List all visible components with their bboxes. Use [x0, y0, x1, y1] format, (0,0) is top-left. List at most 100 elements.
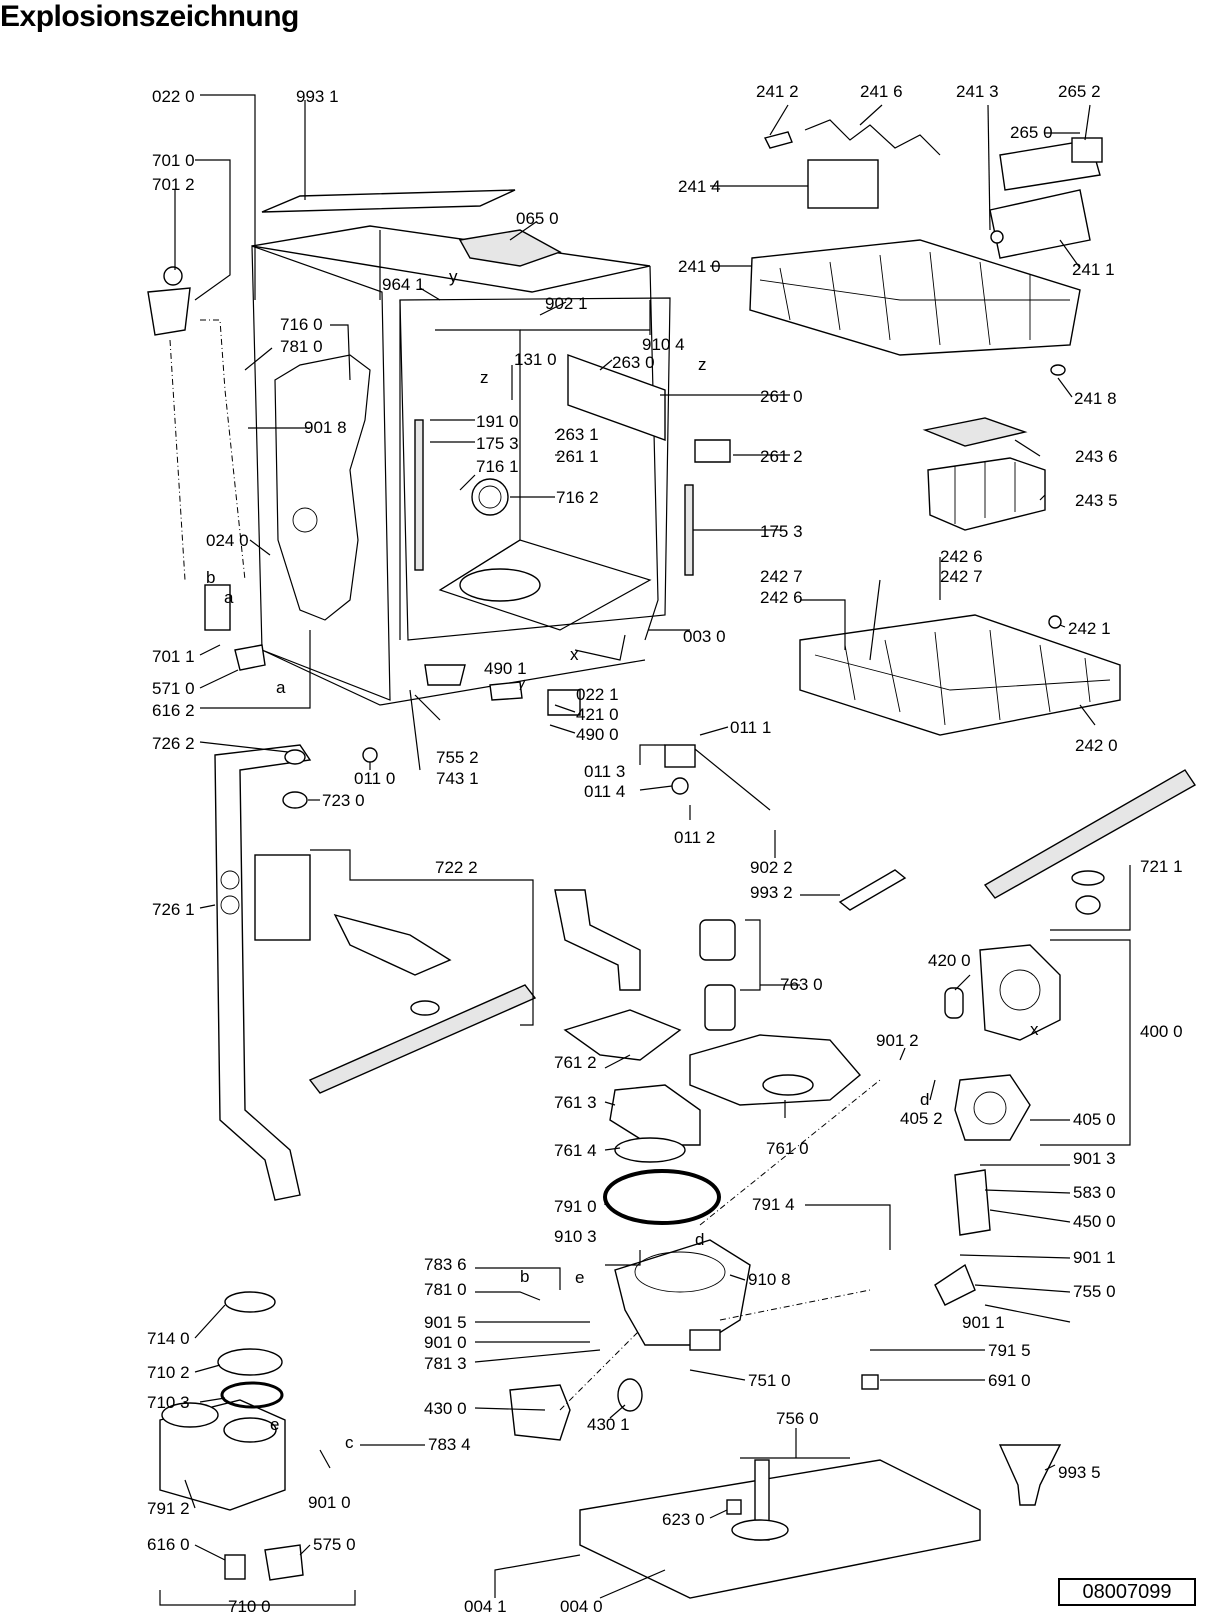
cup-rack-wave [804, 119, 941, 156]
part-label: 263 0 [612, 353, 655, 372]
cutlery-basket-lid [922, 417, 1028, 447]
part-label: 430 1 [587, 1415, 630, 1434]
part-label: 716 0 [280, 315, 323, 334]
cutlery-basket [927, 457, 1046, 531]
side-rail-right [684, 484, 694, 576]
part-label: 781 0 [280, 337, 323, 356]
stopper-241-3 [990, 230, 1004, 244]
lower-wash-arm [983, 769, 1197, 899]
part-label: 022 0 [152, 87, 195, 106]
part-label: 902 1 [545, 294, 588, 313]
part-label: 791 0 [554, 1197, 597, 1216]
part-label: 241 6 [860, 82, 903, 101]
part-label: 714 0 [147, 1329, 190, 1348]
top-cover-plate [261, 189, 516, 213]
bracket-end [694, 439, 731, 463]
ring-710-2 [217, 1348, 283, 1376]
part-label: 131 0 [514, 350, 557, 369]
marker-b: b [206, 568, 215, 587]
part-label: 065 0 [516, 209, 559, 228]
part-label: 783 4 [428, 1435, 471, 1454]
part-616-0 [224, 1554, 246, 1580]
part-623 [726, 1499, 742, 1515]
nut-723-0 [282, 791, 308, 809]
part-label: 791 2 [147, 1499, 190, 1518]
filter-plate-761-2 [563, 1009, 682, 1061]
document-number: 08007099 [1082, 1580, 1172, 1603]
sump [614, 1239, 751, 1346]
part-label: 011 2 [674, 828, 715, 847]
wrench-993-2 [838, 869, 907, 911]
screw-011-0 [362, 747, 378, 763]
part-label: 901 1 [962, 1313, 1005, 1332]
part-label: 781 0 [424, 1280, 467, 1299]
part-label: 721 1 [1140, 857, 1183, 876]
side-panel [274, 354, 371, 621]
wheel-011-4 [671, 777, 689, 795]
page-title: Explosionszeichnung [0, 0, 299, 33]
part-label: 701 2 [152, 175, 195, 194]
marker-a: a [224, 588, 234, 607]
marker-x: x [1030, 1020, 1039, 1039]
side-rail-left [414, 419, 424, 571]
marker-d: d [695, 1230, 704, 1249]
part-label: 910 8 [748, 1270, 791, 1289]
part-label: 243 5 [1075, 491, 1118, 510]
part-label: 726 2 [152, 734, 195, 753]
part-label: 175 3 [760, 522, 803, 541]
marker-b: b [520, 1267, 529, 1286]
clip-265-2 [1071, 137, 1103, 163]
part-575-0 [264, 1544, 304, 1581]
document-number-box: 08007099 [1058, 1578, 1196, 1606]
part-label: 261 1 [556, 447, 599, 466]
part-label: 265 2 [1058, 82, 1101, 101]
marker-y: y [449, 267, 458, 286]
marker-a: a [276, 678, 286, 697]
part-label: 761 0 [766, 1139, 809, 1158]
cap-430-1 [617, 1378, 643, 1412]
part-label: 430 0 [424, 1399, 467, 1418]
part-label: 761 2 [554, 1053, 597, 1072]
part-label: 583 0 [1073, 1183, 1116, 1202]
cup-shelf-insert [989, 189, 1091, 259]
part-label: 571 0 [152, 679, 195, 698]
part-label: 901 0 [308, 1493, 351, 1512]
part-label: 400 0 [1140, 1022, 1183, 1041]
valve-cap-701-2 [163, 266, 183, 286]
part-label: 791 5 [988, 1341, 1031, 1360]
tub-floor [438, 539, 652, 631]
tub-base [261, 649, 646, 706]
part-label: 241 0 [678, 257, 721, 276]
rod-011-1 [689, 744, 771, 811]
part-label: 575 0 [313, 1535, 356, 1554]
part-label: 701 1 [152, 647, 195, 666]
sump-sealing-ring [603, 1169, 721, 1225]
part-label: 901 8 [304, 418, 347, 437]
cap-714 [224, 1291, 276, 1313]
sensor-691 [861, 1374, 879, 1390]
part-label: 450 0 [1073, 1212, 1116, 1231]
part-label: 241 1 [1072, 260, 1115, 279]
part-label: 242 1 [1068, 619, 1111, 638]
wheel-242-1 [1048, 615, 1062, 629]
part-label: 993 1 [296, 87, 339, 106]
cup-shelf-clip [807, 159, 879, 209]
part-label: 261 0 [760, 387, 803, 406]
part-label: 755 2 [436, 748, 479, 767]
part-label: 902 2 [750, 858, 793, 877]
part-label: 011 3 [584, 762, 625, 781]
part-label: 710 0 [228, 1597, 271, 1614]
part-label: 901 1 [1073, 1248, 1116, 1267]
part-label: 716 2 [556, 488, 599, 507]
part-label: 241 4 [678, 177, 721, 196]
part-label: 011 4 [584, 782, 625, 801]
marker-e: e [270, 1415, 279, 1434]
part-label: 964 1 [382, 275, 425, 294]
upper-bracket [567, 354, 666, 441]
part-label: 743 1 [436, 769, 479, 788]
part-label: 242 0 [1075, 736, 1118, 755]
tub-floor-hole [459, 568, 541, 602]
hose-755-0 [934, 1263, 976, 1306]
gasket-761-4 [614, 1137, 686, 1163]
part-label: 710 3 [147, 1393, 190, 1412]
